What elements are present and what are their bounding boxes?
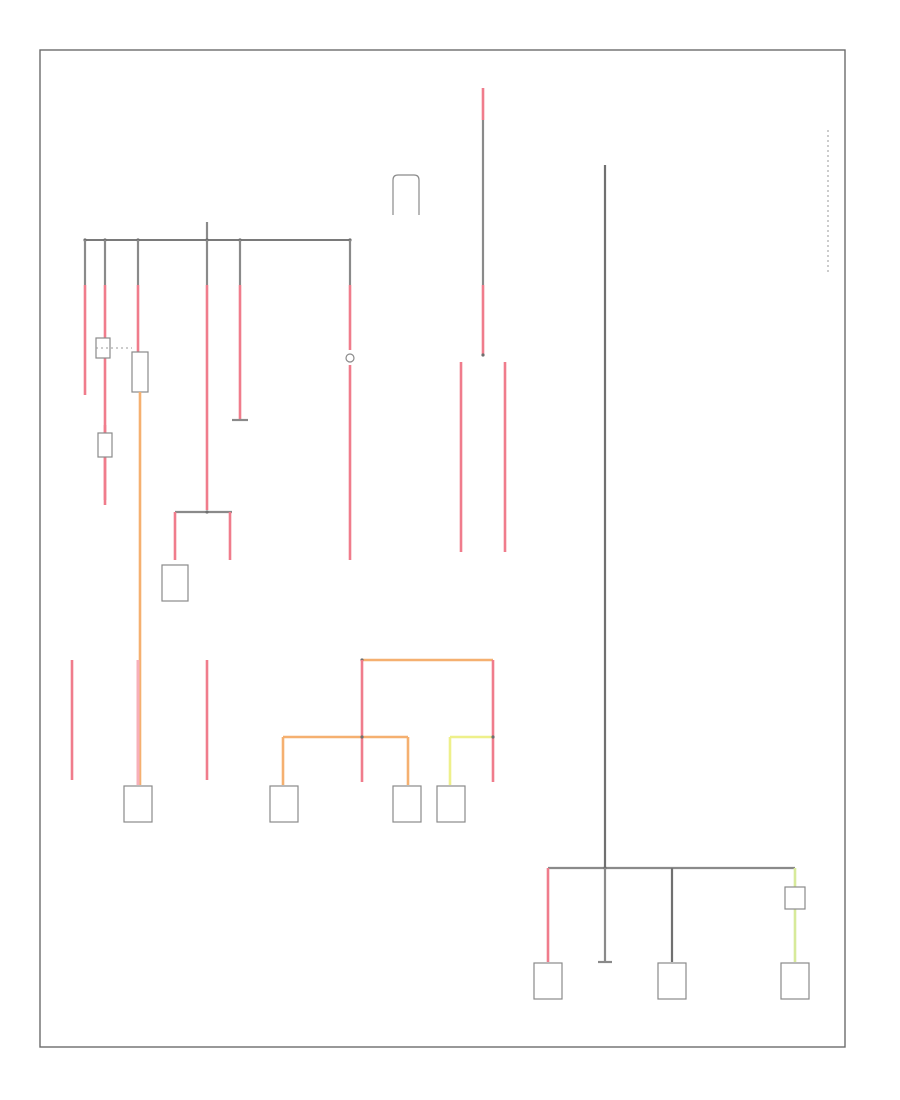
lower-mid-bus	[269, 658, 495, 823]
right-feed	[603, 130, 829, 868]
center-left-splice	[161, 510, 232, 602]
diagram-frame	[39, 49, 846, 1048]
top-center-feed	[459, 88, 507, 552]
left-bus	[83, 222, 352, 560]
top-mid-component	[392, 174, 420, 215]
left-relay	[95, 337, 149, 505]
bottom-right-loads	[533, 866, 810, 1000]
mid-component	[345, 353, 355, 363]
lower-left-loads	[70, 660, 209, 823]
